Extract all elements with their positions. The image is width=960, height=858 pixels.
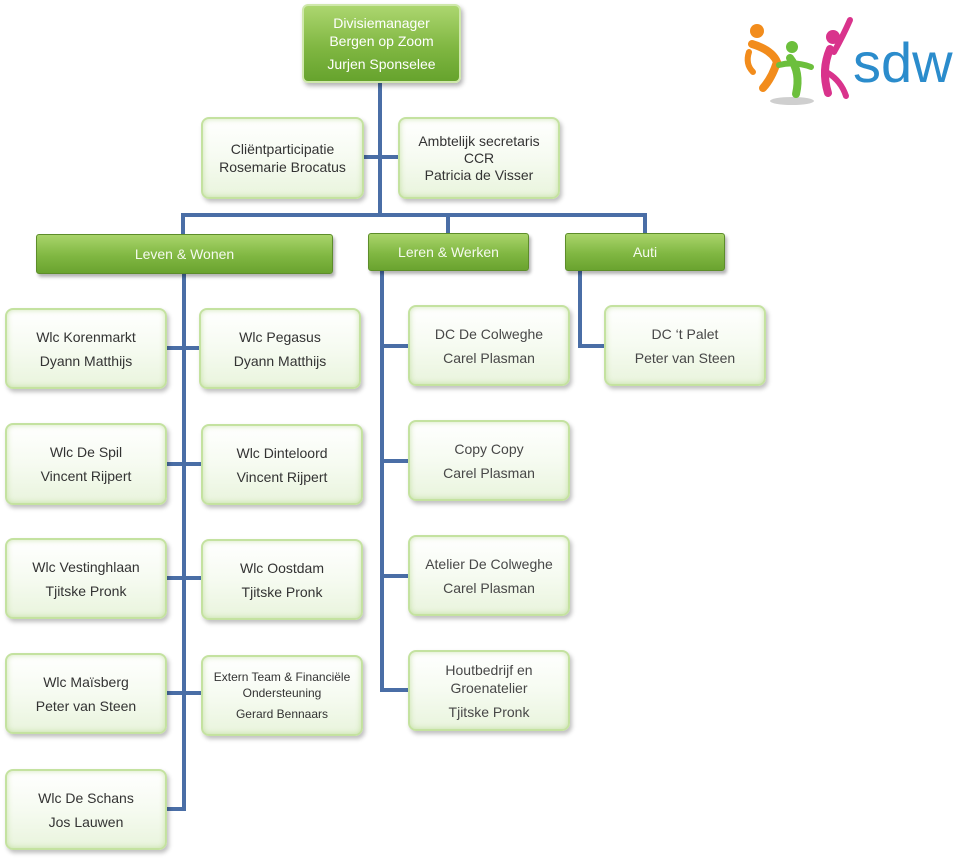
node-title: DC ‘t Palet (651, 325, 719, 342)
node-wlc-maisberg: Wlc Maïsberg Peter van Steen (5, 653, 167, 734)
node-title: Wlc De Schans (38, 789, 134, 806)
node-title-line2: Groenatelier (450, 679, 528, 696)
node-wlc-de-schans: Wlc De Schans Jos Lauwen (5, 769, 167, 850)
node-person: Gerard Bennaars (235, 707, 329, 721)
node-location: Bergen op Zoom (329, 33, 434, 49)
node-person: Jos Lauwen (48, 813, 124, 830)
node-title: Wlc Korenmarkt (36, 328, 136, 345)
node-role: Cliëntparticipatie (230, 141, 335, 157)
logo-figure-orange-icon (744, 24, 782, 92)
node-person: Peter van Steen (634, 349, 736, 366)
category-auti: Auti (565, 233, 725, 271)
sdw-logo: sdw (744, 17, 953, 105)
node-person: Rosemarie Brocatus (219, 159, 346, 175)
node-ambtelijk-secretaris: Ambtelijk secretaris CCR Patricia de Vis… (398, 117, 560, 199)
node-title: Wlc Vestinghlaan (32, 558, 140, 575)
node-extern-team: Extern Team & Financiële Ondersteuning G… (201, 655, 363, 736)
node-person: Vincent Rijpert (40, 468, 132, 484)
logo-text: sdw (853, 31, 953, 94)
node-person: Dyann Matthijs (233, 352, 327, 369)
node-divisiemanager: Divisiemanager Bergen op Zoom Jurjen Spo… (302, 4, 461, 83)
node-person: Patricia de Visser (424, 166, 534, 183)
node-wlc-oostdam: Wlc Oostdam Tjitske Pronk (201, 539, 363, 620)
node-copy-copy: Copy Copy Carel Plasman (408, 420, 570, 501)
node-person: Tjitske Pronk (45, 582, 127, 599)
logo-figure-magenta-icon (821, 17, 853, 99)
node-dc-t-palet: DC ‘t Palet Peter van Steen (604, 305, 766, 386)
node-title: Extern Team & Financiële (213, 670, 351, 684)
category-leven-wonen: Leven & Wonen (36, 234, 333, 274)
node-title: Copy Copy (454, 440, 524, 457)
node-title: Houtbedrijf en (445, 661, 533, 678)
node-role: Ambtelijk secretaris (418, 132, 540, 149)
node-person: Vincent Rijpert (236, 468, 328, 485)
node-person: Carel Plasman (443, 579, 535, 596)
node-person: Tjitske Pronk (448, 703, 530, 720)
node-wlc-pegasus: Wlc Pegasus Dyann Matthijs (199, 308, 361, 389)
node-title-line2: Ondersteuning (242, 686, 322, 700)
node-wlc-vestinghlaan: Wlc Vestinghlaan Tjitske Pronk (5, 538, 167, 619)
node-title: Wlc De Spil (49, 444, 123, 460)
logo-figure-green-icon (776, 41, 814, 98)
node-title: DC De Colweghe (434, 325, 544, 342)
node-clientparticipatie: Cliëntparticipatie Rosemarie Brocatus (201, 117, 364, 199)
node-person: Peter van Steen (35, 697, 137, 714)
category-leren-werken: Leren & Werken (368, 233, 529, 271)
node-person: Carel Plasman (443, 464, 535, 481)
node-wlc-korenmarkt: Wlc Korenmarkt Dyann Matthijs (5, 308, 167, 389)
node-atelier-de-colweghe: Atelier De Colweghe Carel Plasman (408, 535, 570, 616)
logo-shadow (770, 97, 814, 105)
node-person: Dyann Matthijs (39, 352, 133, 369)
node-person: Jurjen Sponselee (327, 56, 436, 72)
node-houtbedrijf: Houtbedrijf en Groenatelier Tjitske Pron… (408, 650, 570, 731)
node-dc-de-colweghe: DC De Colweghe Carel Plasman (408, 305, 570, 386)
node-title: Atelier De Colweghe (425, 555, 553, 572)
node-title: Wlc Maïsberg (43, 673, 129, 690)
node-title: Wlc Oostdam (239, 559, 324, 576)
node-role-sub: CCR (463, 149, 495, 166)
node-person: Carel Plasman (443, 349, 535, 366)
node-wlc-dinteloord: Wlc Dinteloord Vincent Rijpert (201, 424, 363, 505)
node-title: Wlc Pegasus (239, 328, 321, 345)
node-wlc-de-spil: Wlc De Spil Vincent Rijpert (5, 423, 167, 505)
node-title: Wlc Dinteloord (236, 444, 328, 461)
node-person: Tjitske Pronk (241, 583, 323, 600)
node-role: Divisiemanager (333, 15, 430, 31)
